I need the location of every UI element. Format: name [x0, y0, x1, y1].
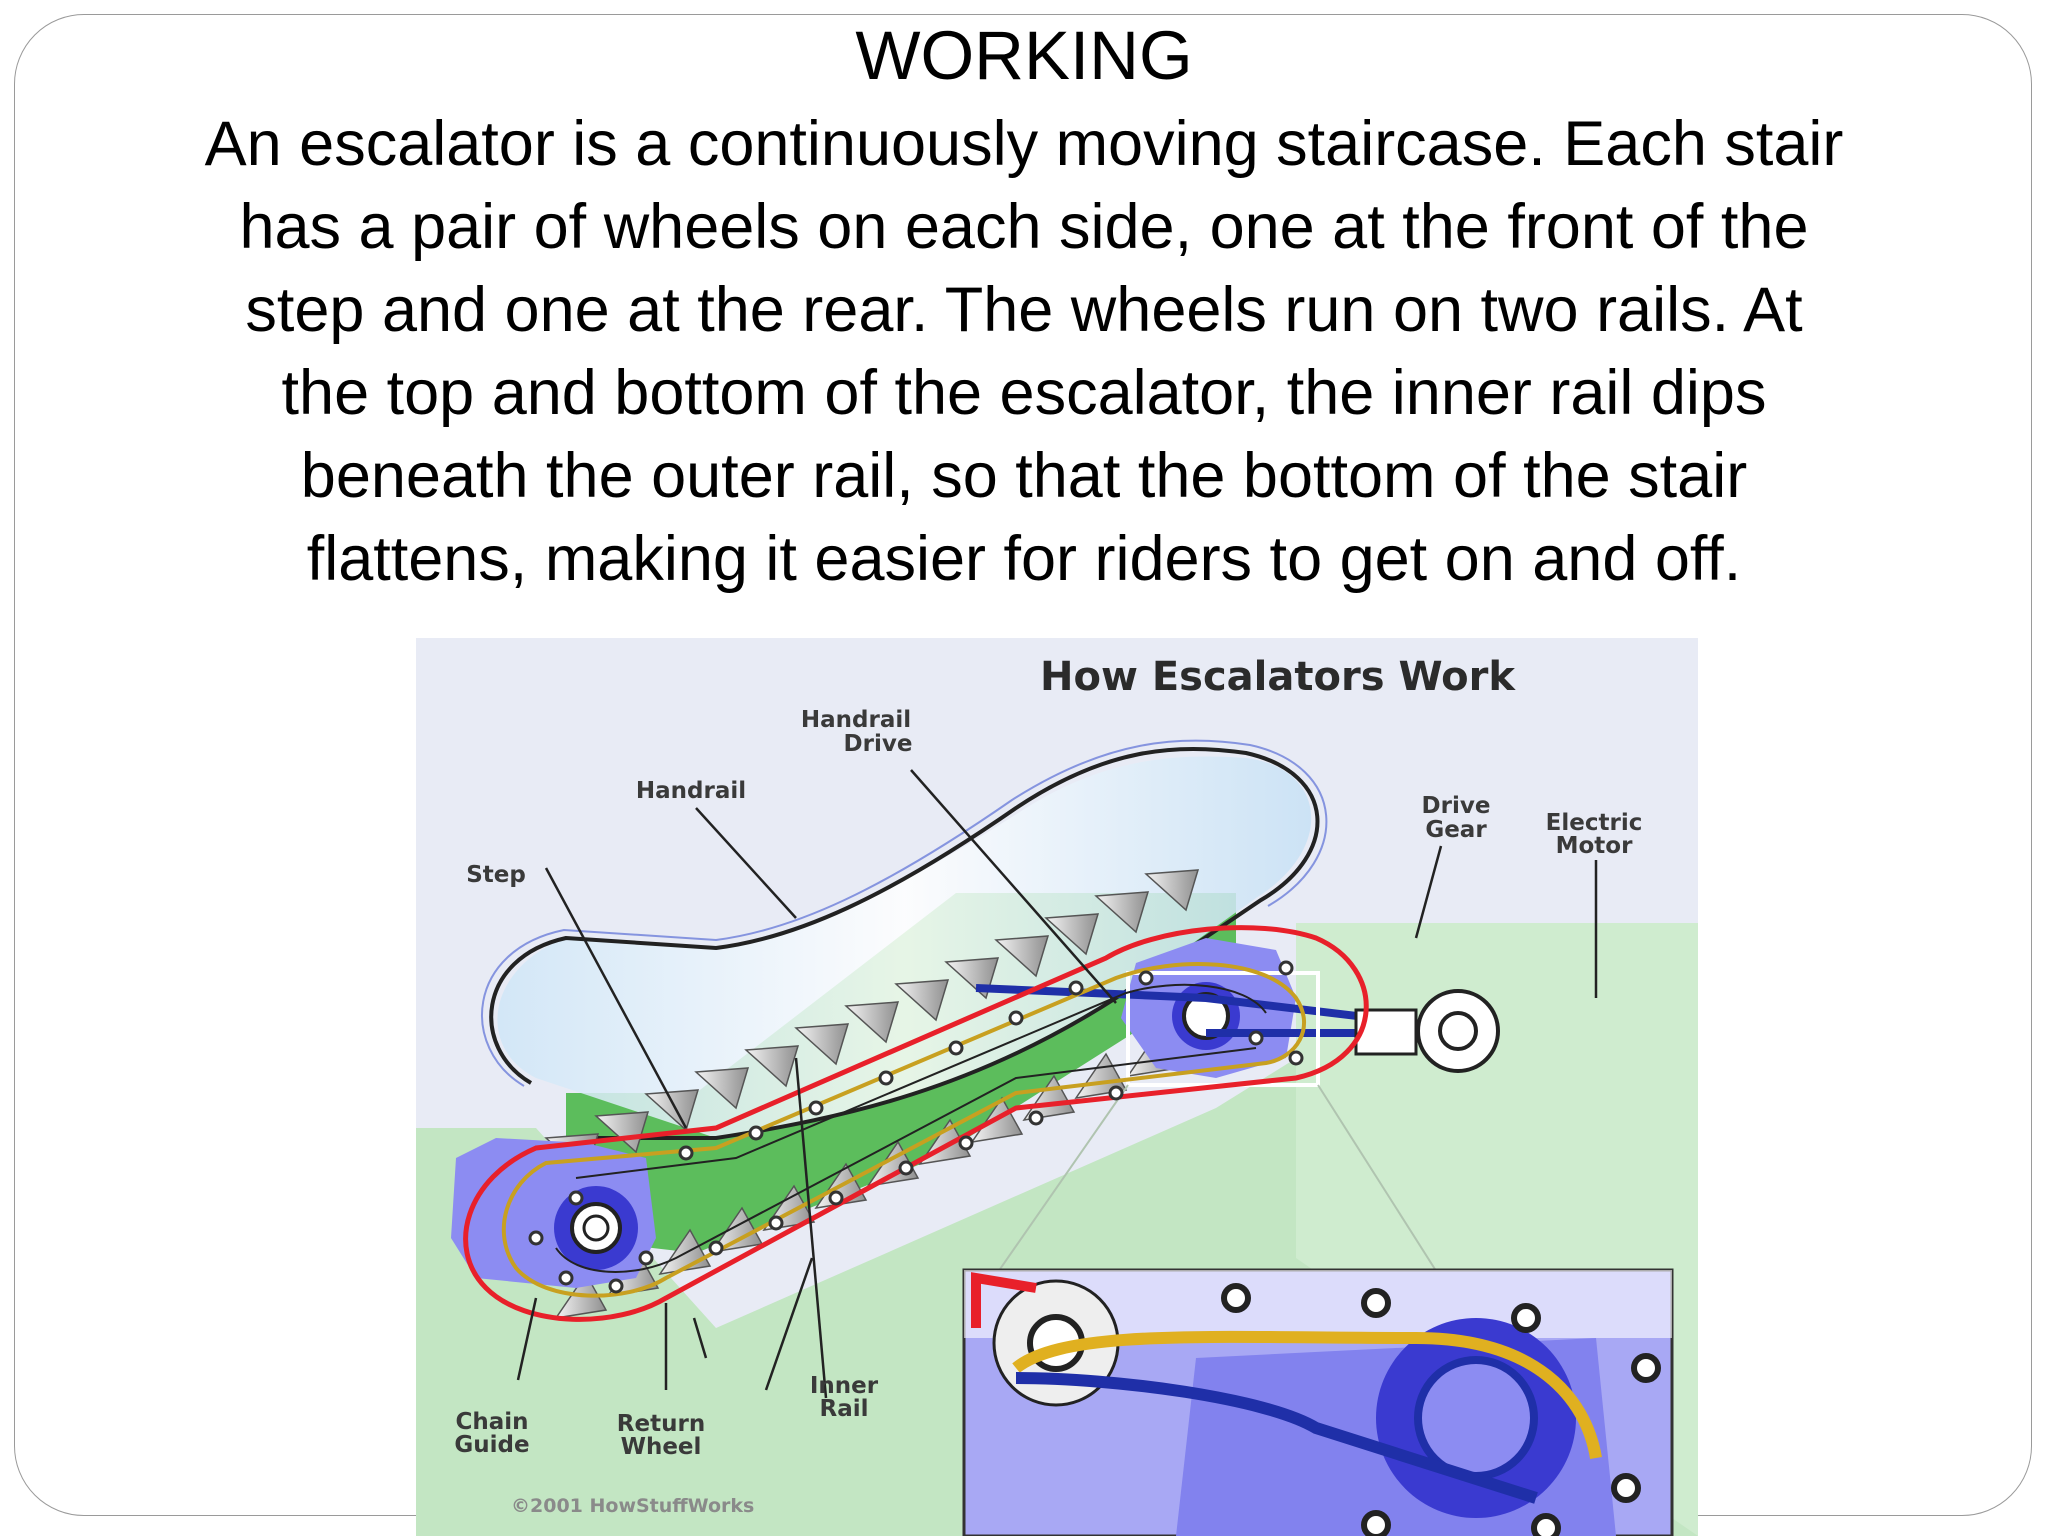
step-tread [894, 979, 950, 1022]
body-line: the top and bottom of the escalator, the… [281, 358, 1767, 428]
step-tread [744, 1045, 800, 1088]
step-wheel [708, 1240, 724, 1256]
step-wheel [808, 1100, 824, 1116]
step-wheel [1278, 960, 1294, 976]
lower-hub-center [582, 1214, 610, 1242]
label-inner-rail-2: Rail [820, 1396, 869, 1422]
body-line: An escalator is a continuously moving st… [204, 109, 1844, 179]
step-chain [463, 925, 1369, 1322]
step-tread [1094, 891, 1150, 934]
step-tread [1044, 913, 1100, 956]
label-return-wheel: Return [617, 1411, 705, 1437]
step-wheel [608, 1278, 624, 1294]
slide-body: An escalator is a continuously moving st… [130, 103, 1918, 601]
step-wheels [528, 960, 1304, 1294]
step-tread [794, 1023, 850, 1066]
step-wheel [748, 1125, 764, 1141]
step-wheel [1288, 1050, 1304, 1066]
body-line: has a pair of wheels on each side, one a… [239, 192, 1809, 262]
step-tread [1144, 869, 1200, 912]
inner-rail [555, 983, 1267, 1273]
slide-title: WORKING [855, 17, 1193, 94]
step-wheel [948, 1040, 964, 1056]
label-electric-motor-2: Motor [1556, 833, 1633, 859]
body-line: step and one at the rear. The wheels run… [245, 275, 1803, 345]
step-wheel [898, 1160, 914, 1176]
label-step: Step [466, 862, 526, 888]
step-wheel [768, 1215, 784, 1231]
copyright: ©2001 HowStuffWorks [511, 1495, 754, 1517]
label-electric-motor: Electric [1546, 810, 1643, 836]
diagram-title: How Escalators Work [1040, 654, 1516, 700]
step-tread [844, 1001, 900, 1044]
step-tread [594, 1111, 650, 1154]
handrail [489, 746, 1320, 1140]
step-wheel [1028, 1110, 1044, 1126]
step-wheel [1248, 1030, 1264, 1046]
step-wheel [828, 1190, 844, 1206]
label-handrail-drive-2: Drive [844, 731, 913, 757]
handrail-outer [481, 739, 1328, 1087]
step-wheel [1138, 970, 1154, 986]
escalator-diagram: How Escalators Work Handrail Drive Handr… [416, 638, 1698, 1536]
body-line: beneath the outer rail, so that the bott… [300, 441, 1748, 511]
label-inner-rail: Inner [810, 1373, 879, 1399]
step-wheel [638, 1250, 654, 1266]
detail-inset [962, 1268, 1674, 1536]
motor-pulley [1438, 1011, 1478, 1051]
step-wheel [878, 1070, 894, 1086]
label-chain-guide-2: Guide [454, 1432, 529, 1458]
step-wheel [678, 1145, 694, 1161]
step-wheel [528, 1230, 544, 1246]
step-tread [644, 1089, 700, 1132]
step-wheel [568, 1190, 584, 1206]
step-wheel [558, 1270, 574, 1286]
outer-rail [501, 962, 1307, 1298]
step-tread [994, 935, 1050, 978]
label-drive-gear-2: Gear [1425, 817, 1487, 843]
leader-lines [516, 769, 1598, 1399]
label-drive-gear: Drive [1422, 793, 1491, 819]
step-wheel [1068, 980, 1084, 996]
label-handrail-drive: Handrail [801, 707, 911, 733]
label-handrail: Handrail [636, 778, 746, 804]
label-return-wheel-2: Wheel [621, 1434, 702, 1460]
step-tread [694, 1067, 750, 1110]
step-wheel [1108, 1085, 1124, 1101]
step-wheel [958, 1135, 974, 1151]
return-step-tread [1022, 1074, 1076, 1122]
step-wheel [1008, 1010, 1024, 1026]
balustrade-glass [497, 756, 1312, 1138]
label-chain-guide: Chain [455, 1409, 528, 1435]
body-line: flattens, making it easier for riders to… [306, 524, 1742, 594]
